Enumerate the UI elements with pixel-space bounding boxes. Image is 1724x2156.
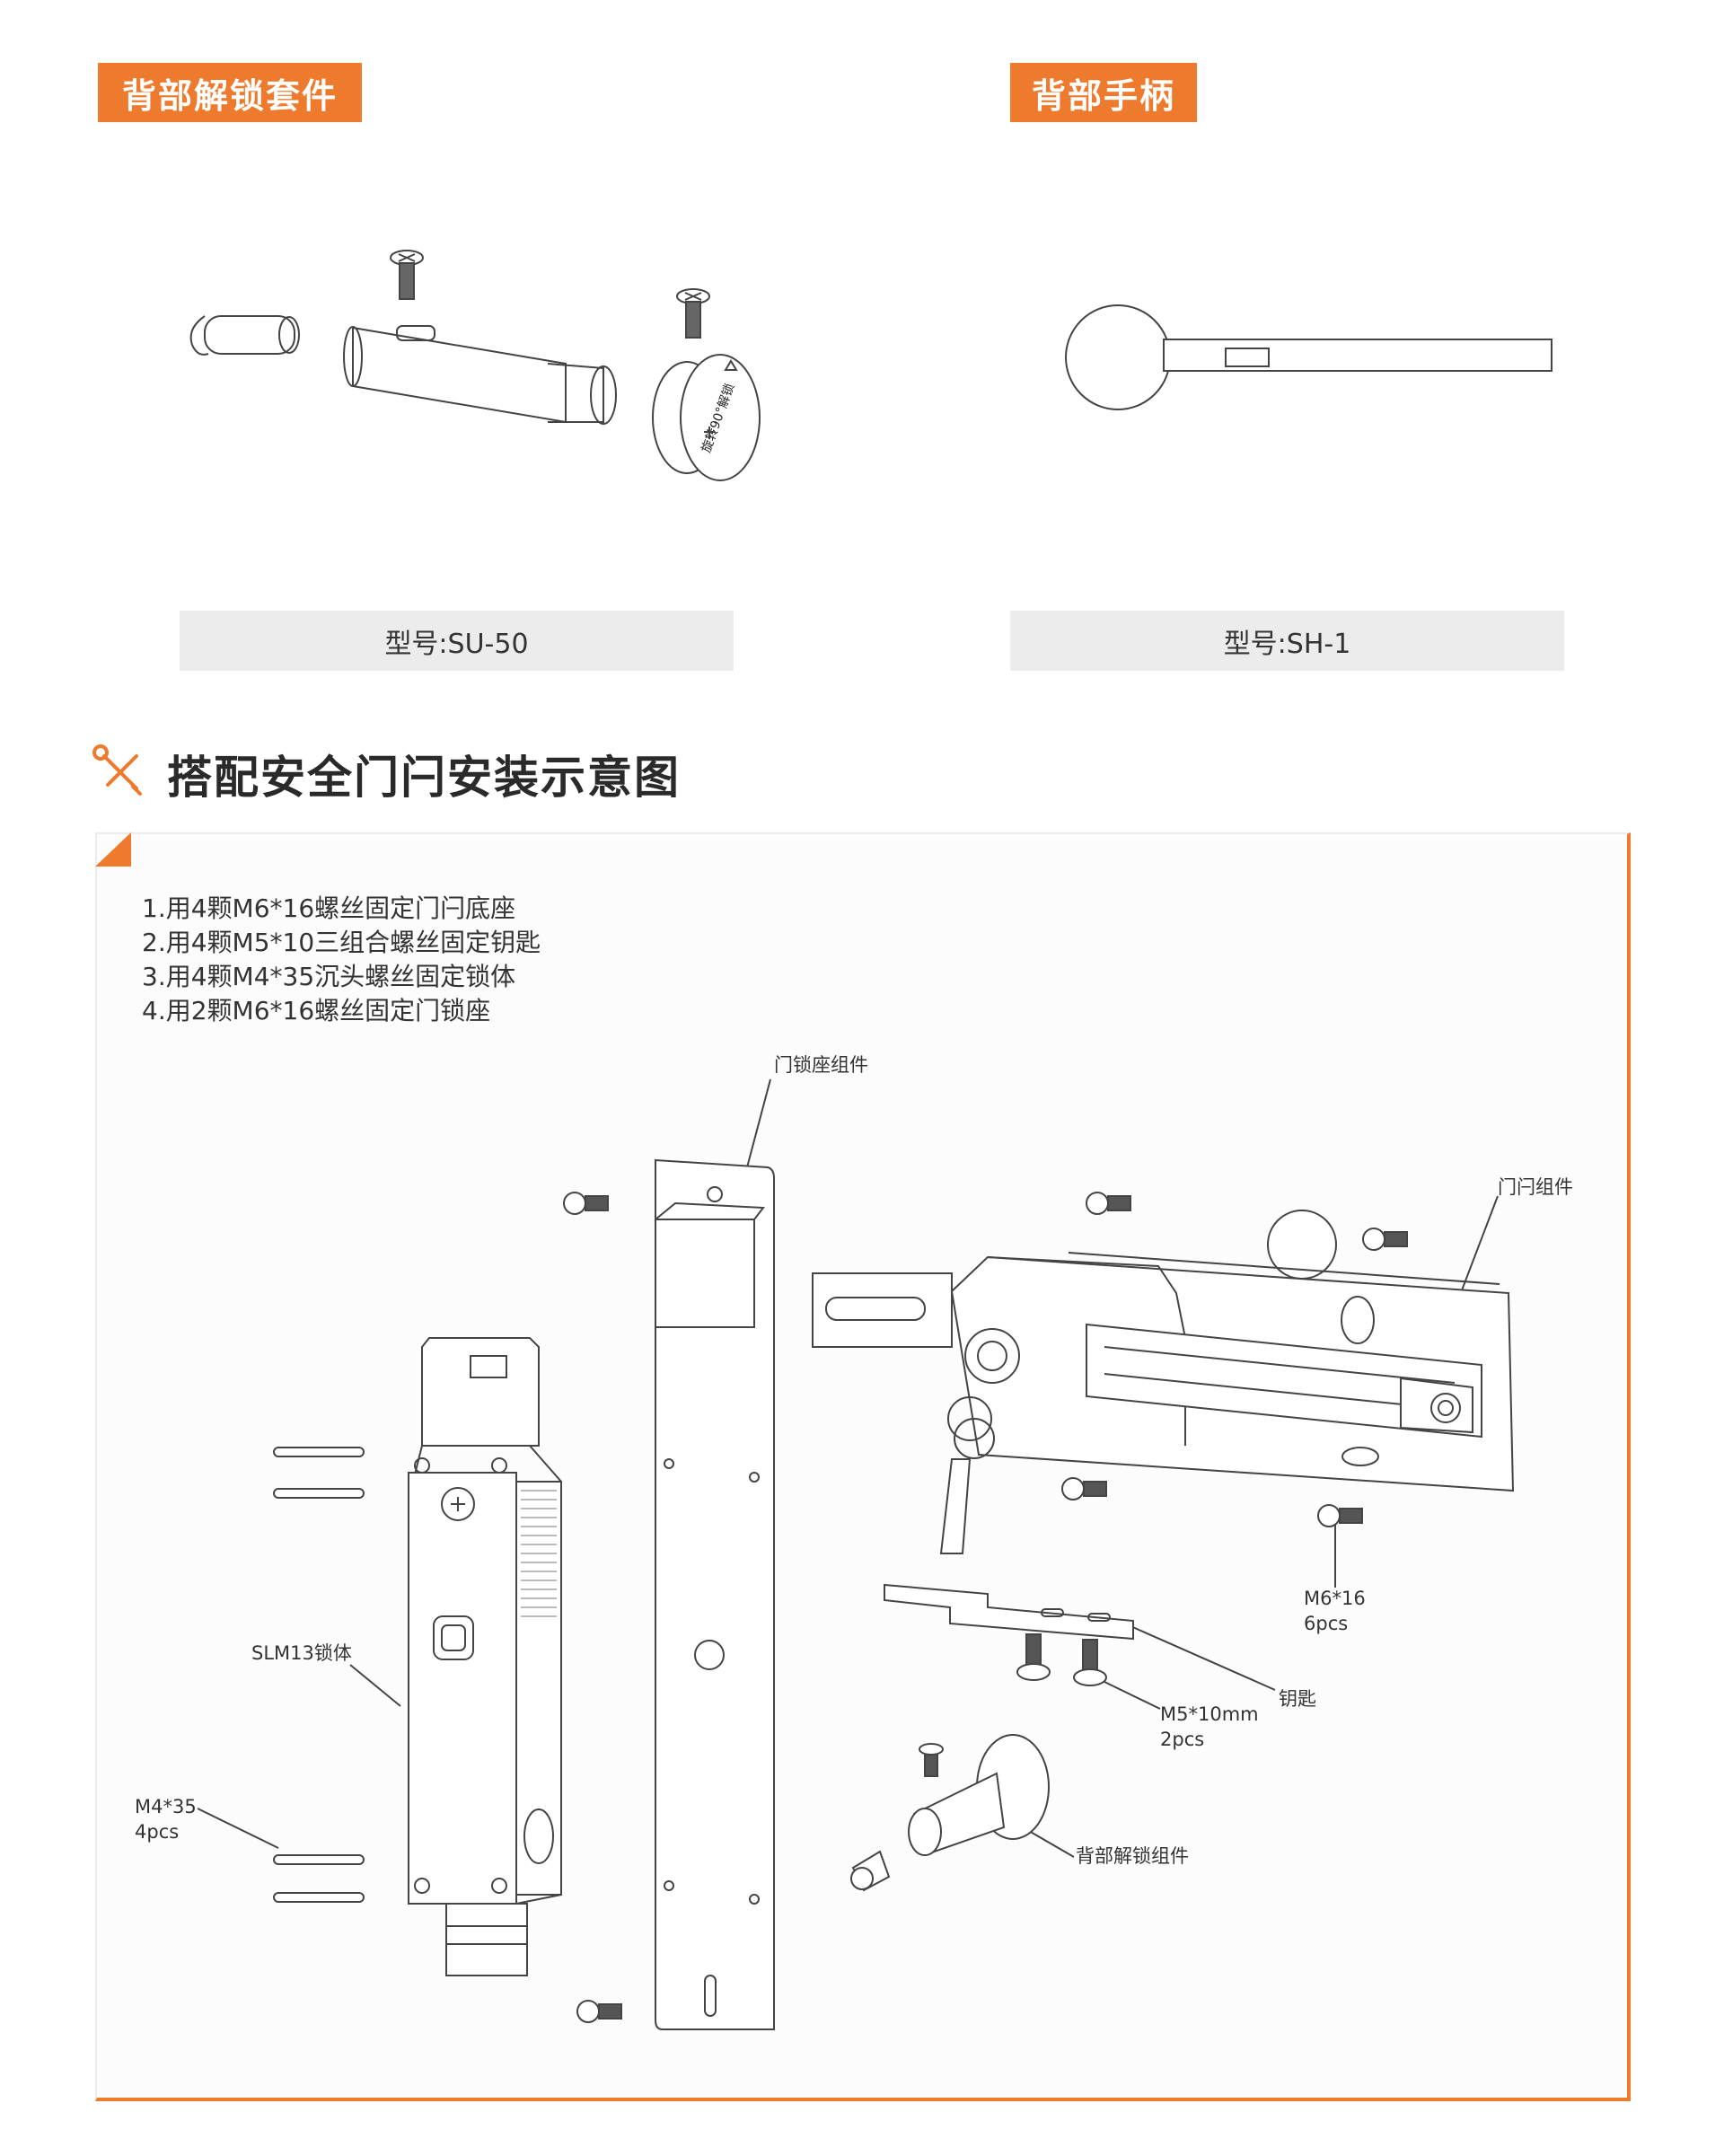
label-m5-spec: M5*10mm — [1160, 1703, 1259, 1725]
rear-handle-tag: 背部手柄 — [1010, 63, 1197, 122]
label-rear-release: 背部解锁组件 — [1076, 1845, 1189, 1867]
rear-handle-model: 型号:SH-1 — [1010, 611, 1564, 671]
install-step: 4.用2颗M6*16螺丝固定门锁座 — [142, 996, 491, 1025]
install-steps: 1.用4颗M6*16螺丝固定门闩底座 2.用4颗M5*10三组合螺丝固定钥匙 3… — [142, 892, 541, 1028]
screw-drawing — [676, 288, 710, 339]
label-door-lock-base: 门锁座组件 — [774, 1054, 868, 1076]
label-door-latch: 门闩组件 — [1498, 1176, 1573, 1198]
rear-release-kit-tag: 背部解锁套件 — [98, 63, 362, 122]
release-knob-drawing: 旋转90°解锁 — [652, 354, 761, 481]
top-illustrations: 旋转90°解锁 — [189, 250, 1552, 481]
label-m4-spec: M4*35 — [135, 1796, 197, 1817]
release-cylinder-drawing — [343, 325, 617, 425]
release-pin-drawing — [189, 315, 300, 356]
screw-drawing — [390, 250, 424, 300]
label-lock-body: SLM13锁体 — [251, 1642, 352, 1664]
install-diagram-title: 搭配安全门闩安装示意图 — [167, 752, 681, 804]
label-m6-qty: 6pcs — [1304, 1613, 1349, 1634]
install-step: 3.用4颗M4*35沉头螺丝固定锁体 — [142, 962, 516, 991]
install-step: 2.用4颗M5*10三组合螺丝固定钥匙 — [142, 928, 541, 957]
label-key: 钥匙 — [1279, 1688, 1316, 1710]
rear-release-kit-model: 型号:SU-50 — [180, 611, 734, 671]
install-step: 1.用4颗M6*16螺丝固定门闩底座 — [142, 893, 516, 923]
label-m5-qty: 2pcs — [1160, 1729, 1205, 1750]
label-m6-spec: M6*16 — [1304, 1588, 1366, 1609]
label-m4-qty: 4pcs — [135, 1821, 180, 1843]
rear-handle-drawing — [1065, 304, 1552, 410]
